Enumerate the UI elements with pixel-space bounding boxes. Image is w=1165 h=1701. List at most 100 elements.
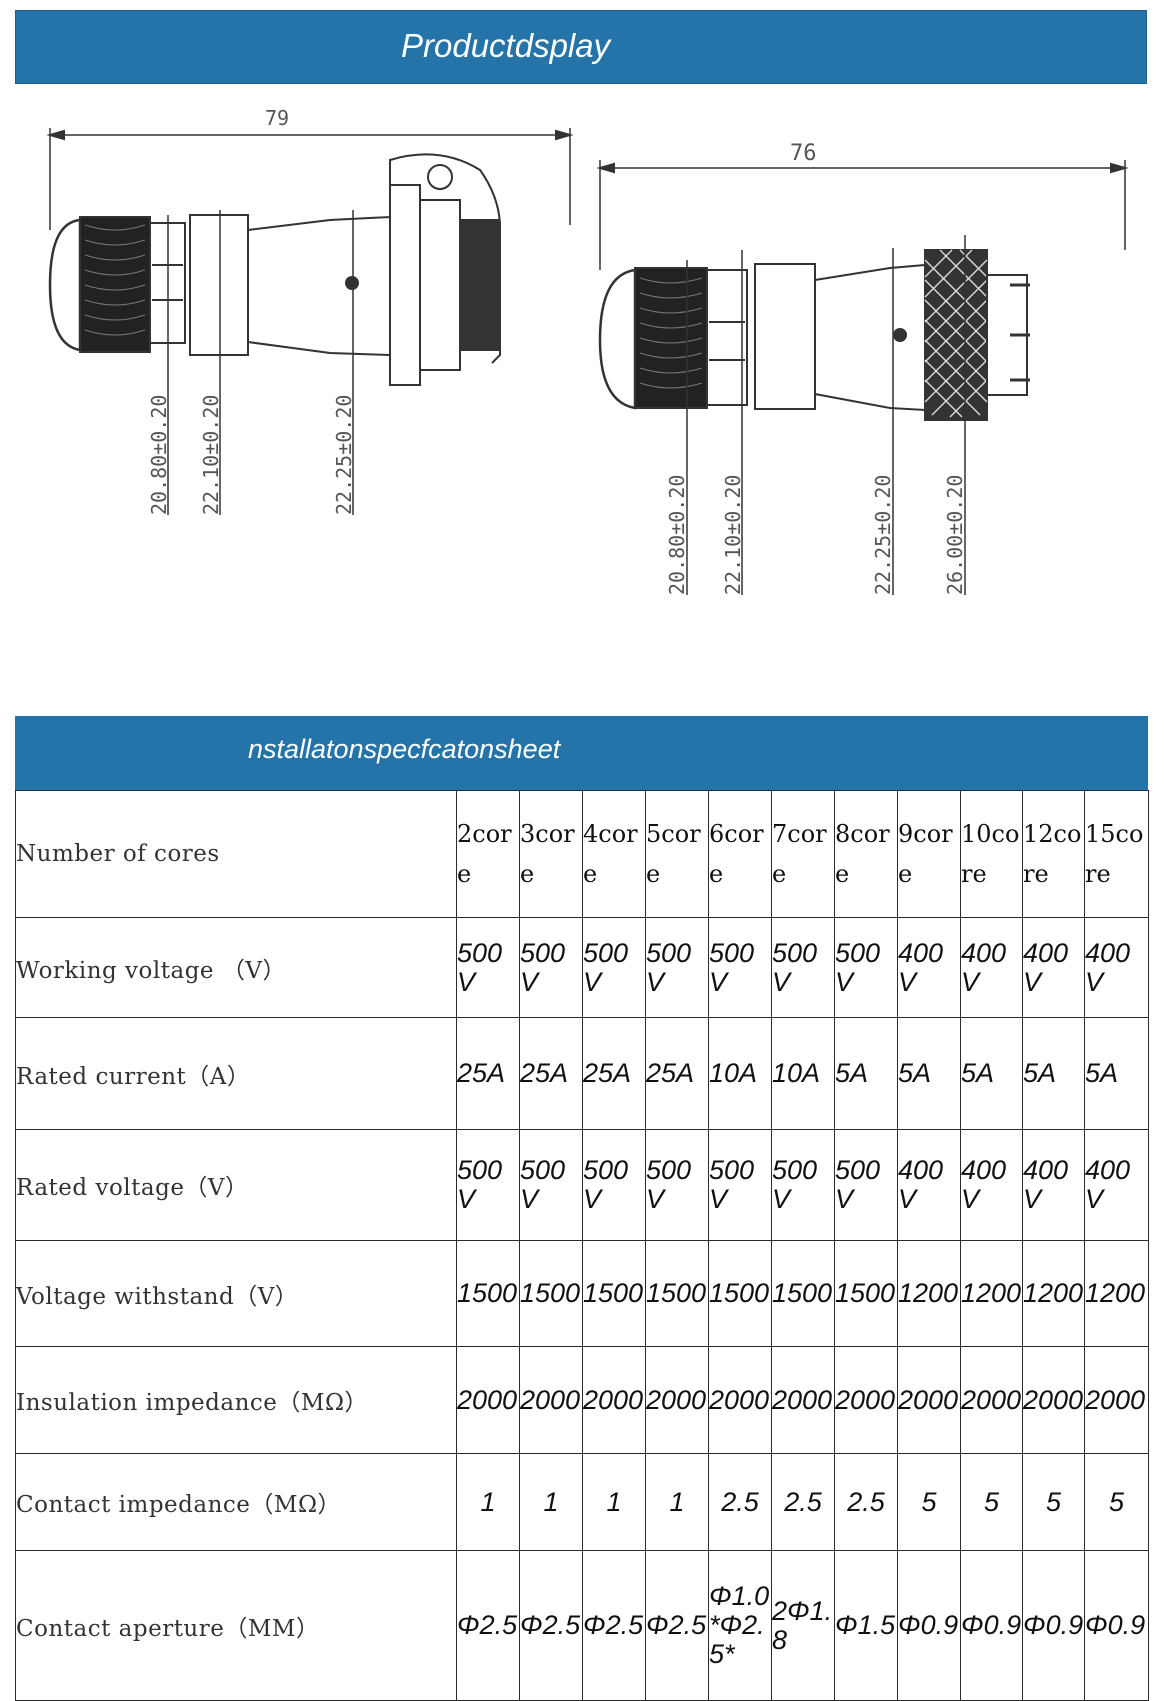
table-cell: 500V <box>519 917 583 1018</box>
table-cell: Φ1.0*Φ2.5* <box>708 1550 772 1701</box>
table-cell: 400V <box>960 917 1023 1018</box>
table-cell: 500V <box>771 917 835 1018</box>
table-cell: 2000 <box>582 1346 646 1454</box>
table-cell: 2.5 <box>834 1453 898 1551</box>
dimension-2: 22.10±0.20 <box>199 395 223 515</box>
table-cell: 1500 <box>708 1240 772 1347</box>
table-cell: 1200 <box>960 1240 1023 1347</box>
table-cell: 6core <box>708 790 772 918</box>
row-label: Voltage withstand（V） <box>15 1240 457 1347</box>
table-cell: 400V <box>1022 1129 1085 1241</box>
row-label: Rated current（A） <box>15 1017 457 1130</box>
table-cell: 400V <box>1084 1129 1149 1241</box>
table-cell: 25A <box>645 1017 709 1130</box>
table-cell: 5A <box>834 1017 898 1130</box>
table-cell: 1500 <box>519 1240 583 1347</box>
table-cell: 500V <box>519 1129 583 1241</box>
table-cell: 1500 <box>582 1240 646 1347</box>
table-cell: Φ0.9 <box>960 1550 1023 1701</box>
row-label: Number of cores <box>15 790 457 918</box>
table-cell: 2000 <box>834 1346 898 1454</box>
table-cell: 1 <box>645 1453 709 1551</box>
table-cell: Φ0.9 <box>1084 1550 1149 1701</box>
spec-sheet-banner: nstallatonspecfcatonsheet <box>15 716 1148 790</box>
banner-title: Productdsplay <box>401 27 611 64</box>
table-cell: 8core <box>834 790 898 918</box>
table-cell: 5core <box>645 790 709 918</box>
table-cell: 25A <box>582 1017 646 1130</box>
table-cell: 12core <box>1022 790 1085 918</box>
table-cell: 2.5 <box>708 1453 772 1551</box>
table-cell: 2000 <box>897 1346 961 1454</box>
table-cell: 2Φ1.8 <box>771 1550 835 1701</box>
table-cell: 1500 <box>645 1240 709 1347</box>
table-cell: Φ0.9 <box>1022 1550 1085 1701</box>
table-cell: 1200 <box>1084 1240 1149 1347</box>
table-cell: 1500 <box>456 1240 520 1347</box>
table-cell: 3core <box>519 790 583 918</box>
table-cell: 500V <box>708 1129 772 1241</box>
table-cell: 500V <box>834 917 898 1018</box>
table-cell: 5A <box>1022 1017 1085 1130</box>
dimension-3: 22.25±0.20 <box>871 475 895 595</box>
table-cell: 1500 <box>834 1240 898 1347</box>
row-label: Rated voltage（V） <box>15 1129 457 1241</box>
table-cell: 1500 <box>771 1240 835 1347</box>
table-cell: 25A <box>519 1017 583 1130</box>
table-cell: 500V <box>645 1129 709 1241</box>
row-label: Insulation impedance（MΩ） <box>15 1346 457 1454</box>
table-cell: 2000 <box>1084 1346 1149 1454</box>
table-cell: 5A <box>897 1017 961 1130</box>
product-display-banner: Productdsplay <box>15 10 1147 84</box>
table-cell: 400V <box>897 917 961 1018</box>
table-cell: 400V <box>1022 917 1085 1018</box>
table-cell: 10A <box>771 1017 835 1130</box>
dimension-1: 20.80±0.20 <box>665 475 689 595</box>
row-label: Contact aperture（MM） <box>15 1550 457 1701</box>
table-cell: 2000 <box>456 1346 520 1454</box>
banner-title: nstallatonspecfcatonsheet <box>248 734 561 764</box>
table-cell: 500V <box>456 1129 520 1241</box>
dimension-length: 76 <box>790 141 817 166</box>
table-cell: Φ2.5 <box>645 1550 709 1701</box>
table-cell: 2000 <box>645 1346 709 1454</box>
table-cell: 2000 <box>771 1346 835 1454</box>
table-cell: 500V <box>582 917 646 1018</box>
table-cell: 5 <box>1084 1453 1149 1551</box>
table-cell: 1 <box>582 1453 646 1551</box>
table-cell: 1 <box>456 1453 520 1551</box>
table-cell: 7core <box>771 790 835 918</box>
table-cell: 1200 <box>897 1240 961 1347</box>
table-cell: 1200 <box>1022 1240 1085 1347</box>
table-cell: 2.5 <box>771 1453 835 1551</box>
table-cell: Φ1.5 <box>834 1550 898 1701</box>
table-cell: 500V <box>834 1129 898 1241</box>
table-cell: 25A <box>456 1017 520 1130</box>
table-cell: 400V <box>1084 917 1149 1018</box>
table-cell: 9core <box>897 790 961 918</box>
table-cell: 500V <box>645 917 709 1018</box>
table-cell: 400V <box>897 1129 961 1241</box>
table-cell: 5A <box>960 1017 1023 1130</box>
table-cell: 5 <box>1022 1453 1085 1551</box>
connector-drawing-left: 79 20.80±0.20 22.10±0.20 22.25±0.20 <box>46 106 574 515</box>
table-cell: 500V <box>582 1129 646 1241</box>
table-cell: 4core <box>582 790 646 918</box>
table-cell: 400V <box>960 1129 1023 1241</box>
dimension-2: 22.10±0.20 <box>721 475 745 595</box>
table-cell: 500V <box>456 917 520 1018</box>
dimension-3: 22.25±0.20 <box>332 395 356 515</box>
table-cell: 2000 <box>960 1346 1023 1454</box>
table-cell: 10core <box>960 790 1023 918</box>
dimension-length: 79 <box>265 106 289 130</box>
table-cell: Φ2.5 <box>456 1550 520 1701</box>
